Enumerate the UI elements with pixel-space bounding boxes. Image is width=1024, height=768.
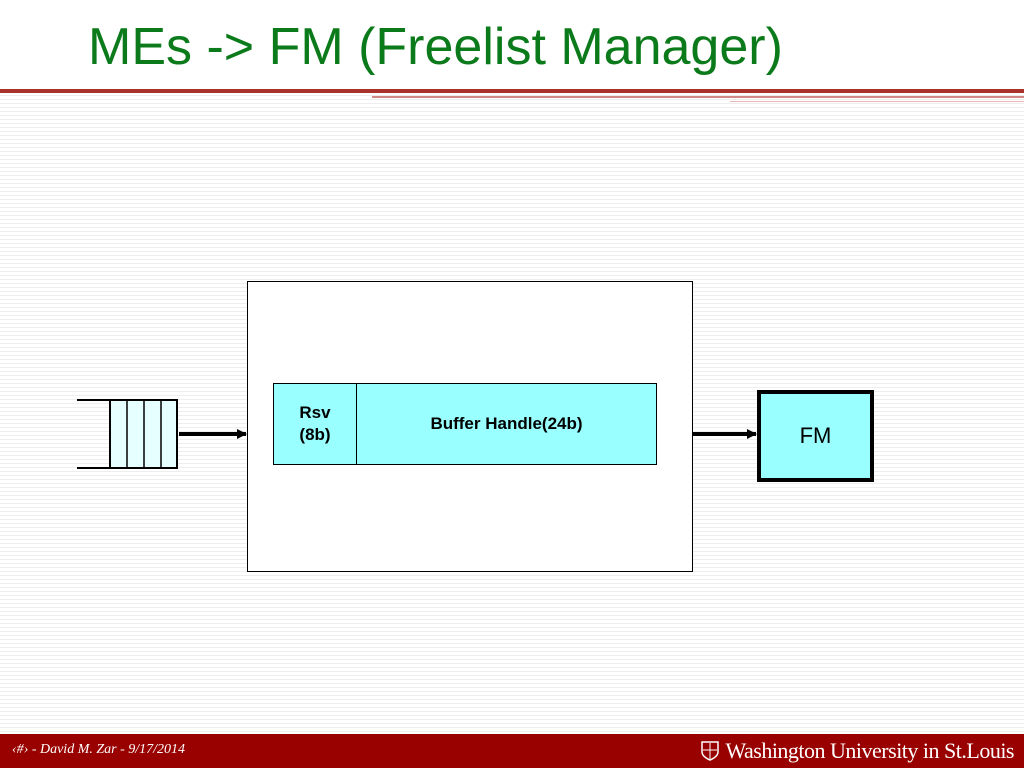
title-area: MEs -> FM (Freelist Manager): [0, 0, 1024, 90]
university-logo: Washington University in St.Louis: [701, 738, 1014, 764]
buffer-handle-field: Buffer Handle(24b): [357, 384, 656, 464]
university-name: Washington University in St.Louis: [725, 738, 1014, 763]
freelist-manager-box: FM: [757, 390, 874, 482]
input-queue: [77, 399, 178, 469]
buffer-handle-label: Buffer Handle(24b): [430, 414, 583, 433]
message-format: Rsv (8b) Buffer Handle(24b): [273, 383, 657, 465]
slide-title: MEs -> FM (Freelist Manager): [88, 18, 783, 76]
title-divider-faint: [730, 101, 1024, 102]
footer-author-date: ‹#› - David M. Zar - 9/17/2014: [12, 742, 186, 757]
title-divider-thin: [372, 96, 1024, 98]
footer-bar: ‹#› - David M. Zar - 9/17/2014 Washingto…: [0, 734, 1024, 768]
rsv-field: Rsv (8b): [274, 384, 357, 464]
rsv-size-label: (8b): [299, 425, 331, 444]
fm-label: FM: [799, 423, 832, 448]
university-seal-icon: [701, 741, 720, 761]
title-divider: [0, 89, 1024, 93]
rsv-label: Rsv: [299, 403, 331, 422]
